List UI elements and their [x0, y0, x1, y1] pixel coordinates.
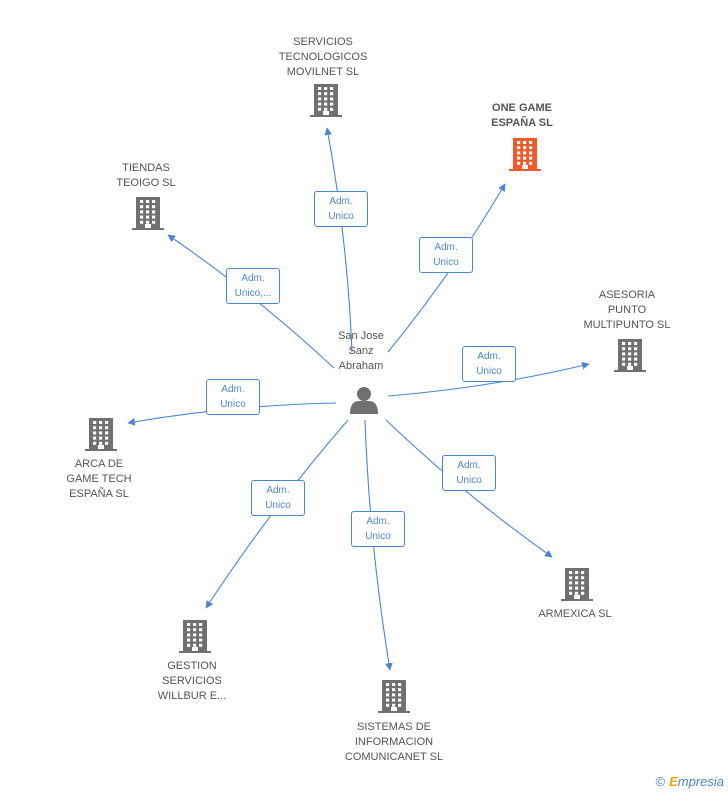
- center-person-label: San Jose Sanz Abraham: [338, 330, 384, 372]
- company-label-asesoria-punto: ASESORIA PUNTO MULTIPUNTO SL: [583, 289, 671, 331]
- role-badge-asesoria-punto[interactable]: Adm. Unico: [462, 346, 516, 382]
- company-label-armexica: ARMEXICA SL: [538, 608, 612, 620]
- brand-name: mpresia: [677, 774, 724, 789]
- company-label-servicios-tecnologicos: SERVICIOS TECNOLOGICOS MOVILNET SL: [278, 36, 368, 78]
- edge-armexica: [385, 419, 553, 558]
- company-label-arca-de-game: ARCA DE GAME TECH ESPAÑA SL: [66, 458, 132, 500]
- role-badge-tiendas-teoigo[interactable]: Adm. Unico,...: [226, 268, 280, 304]
- building-icon-armexica[interactable]: [561, 568, 593, 601]
- company-label-gestion-servicios: GESTION SERVICIOS WILLBUR E...: [157, 660, 227, 702]
- building-icon-tiendas-teoigo[interactable]: [132, 197, 164, 230]
- building-icon-asesoria-punto[interactable]: [614, 339, 646, 372]
- building-icon-gestion-servicios[interactable]: [179, 620, 211, 653]
- company-label-tiendas-teoigo: TIENDAS TEOIGO SL: [116, 162, 176, 189]
- role-badge-arca-de-game[interactable]: Adm. Unico: [206, 379, 260, 415]
- building-icon-sistemas-informacion[interactable]: [378, 680, 410, 713]
- role-badge-servicios-tecnologicos[interactable]: Adm. Unico: [314, 191, 368, 227]
- role-badge-one-game[interactable]: Adm. Unico: [419, 237, 473, 273]
- building-icon-arca-de-game[interactable]: [85, 418, 117, 451]
- building-icon-servicios-tecnologicos[interactable]: [310, 84, 342, 117]
- company-label-sistemas-informacion: SISTEMAS DE INFORMACION COMUNICANET SL: [344, 721, 444, 763]
- role-badge-gestion-servicios[interactable]: Adm. Unico: [251, 480, 305, 516]
- edge-asesoria-punto: [387, 361, 590, 397]
- person-icon[interactable]: [350, 387, 378, 414]
- company-label-one-game: ONE GAME ESPAÑA SL: [491, 102, 553, 129]
- brand-initial: E: [669, 774, 678, 789]
- brand-watermark: ©Empresia: [655, 774, 724, 789]
- building-icon-one-game[interactable]: [509, 138, 541, 171]
- copyright-symbol: ©: [655, 774, 666, 789]
- edge-servicios-tecnologicos: [324, 127, 353, 353]
- role-badge-sistemas-informacion[interactable]: Adm. Unico: [351, 511, 405, 547]
- role-badge-armexica[interactable]: Adm. Unico: [442, 455, 496, 491]
